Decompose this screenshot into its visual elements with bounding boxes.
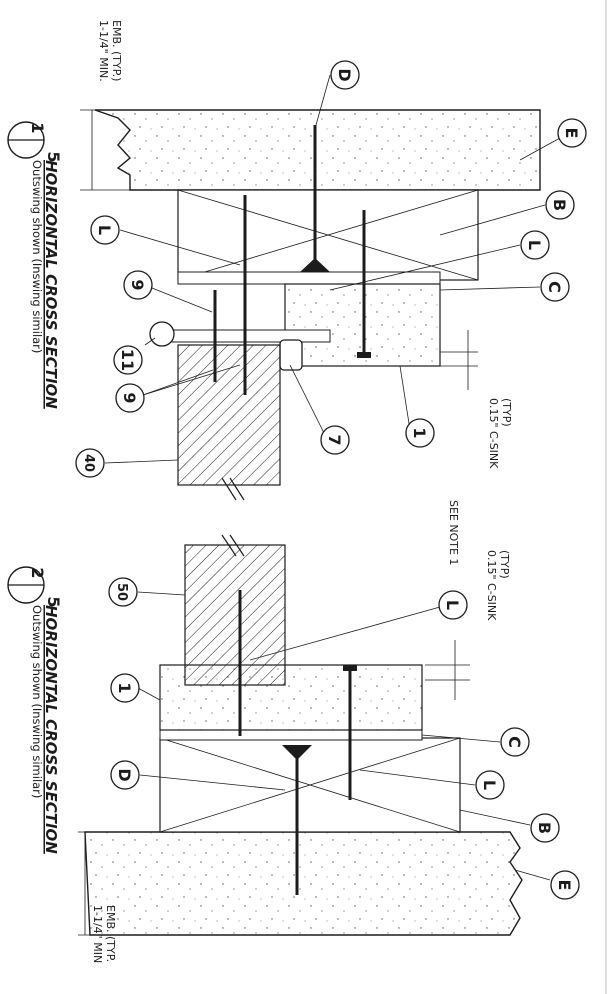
sheet-number-1: 5 bbox=[44, 151, 63, 162]
callout-bubble: 1 bbox=[405, 418, 435, 448]
callout-text: 7 bbox=[325, 434, 344, 445]
embedment-note-1: 1-1/4" MIN.EMB. (TYP.) bbox=[97, 20, 123, 82]
callout-text: L bbox=[480, 780, 499, 790]
hinge-plate-1 bbox=[169, 329, 331, 343]
callout-bubble: C bbox=[540, 272, 570, 302]
note-line: (TYP) bbox=[498, 550, 511, 579]
detail-2 bbox=[7, 534, 551, 936]
door-leaf-2 bbox=[184, 544, 286, 686]
callout-bubble: E bbox=[550, 870, 580, 900]
callout-text: B bbox=[535, 822, 554, 834]
callout-bubble: 40 bbox=[75, 448, 105, 478]
callout-text: B bbox=[550, 199, 569, 211]
detail-title-2: HORIZONTAL CROSS SECTION bbox=[42, 605, 60, 854]
title-block-1 bbox=[7, 121, 45, 159]
title-block-2 bbox=[7, 566, 45, 604]
callout-bubble: D bbox=[330, 60, 360, 90]
callout-text: 1 bbox=[115, 682, 134, 693]
door-leaf-1 bbox=[177, 344, 281, 486]
detail-title-1: HORIZONTAL CROSS SECTION bbox=[42, 160, 60, 409]
sheet-number-2: 5 bbox=[44, 596, 63, 607]
detail-number-2: 2 bbox=[28, 567, 47, 578]
detail-subtitle-2: Outswing shown (Inswing similar) bbox=[30, 605, 44, 798]
callout-bubble: D bbox=[110, 760, 140, 790]
callout-text: 40 bbox=[81, 454, 96, 472]
note-line: EMB. (TYP.) bbox=[110, 20, 123, 81]
callout-bubble: L bbox=[438, 590, 468, 620]
callout-bubble: 7 bbox=[320, 425, 350, 455]
callout-bubble: L bbox=[475, 770, 505, 800]
screw-L-2b bbox=[343, 665, 357, 800]
callout-text: D bbox=[335, 68, 354, 81]
callout-bubble: 11 bbox=[113, 345, 143, 375]
hinge-knuckle-1 bbox=[279, 339, 303, 371]
note-line: (TYP) bbox=[500, 398, 513, 427]
callout-text: 1 bbox=[410, 427, 429, 438]
callout-text: 9 bbox=[128, 279, 147, 290]
shim-1 bbox=[177, 271, 441, 285]
callout-bubble: L bbox=[520, 230, 550, 260]
callout-bubble: C bbox=[500, 727, 530, 757]
note-line: 1-1/4" MIN bbox=[91, 905, 104, 963]
detail-subtitle-1: Outswing shown (Inswing similar) bbox=[30, 160, 44, 353]
screw-L-1b bbox=[357, 210, 371, 358]
csink-note-2: 0.15" C-SINK(TYP) bbox=[485, 550, 511, 621]
concrete-slab-1 bbox=[94, 109, 541, 191]
callout-bubble: 9 bbox=[123, 270, 153, 300]
callout-bubble: E bbox=[557, 118, 587, 148]
hinge-pin-1 bbox=[149, 321, 175, 347]
detail-1 bbox=[7, 74, 561, 501]
callout-text: 11 bbox=[118, 349, 137, 371]
screw-D-2 bbox=[282, 745, 312, 895]
detail-number-1: 1 bbox=[28, 122, 47, 133]
callout-bubble: 50 bbox=[108, 577, 138, 607]
note-line: 0.15" C-SINK bbox=[487, 398, 500, 469]
embedment-note-2: 1-1/4" MINEMB. (TYP. bbox=[91, 905, 117, 963]
csink-note-1: 0.15" C-SINK(TYP) bbox=[487, 398, 513, 469]
callout-bubble: B bbox=[545, 190, 575, 220]
note-line: 0.15" C-SINK bbox=[485, 550, 498, 621]
callout-text: 9 bbox=[120, 392, 139, 403]
callout-text: L bbox=[95, 225, 114, 235]
callout-text: C bbox=[545, 281, 564, 293]
concrete-slab-2 bbox=[84, 831, 523, 936]
note-line: EMB. (TYP. bbox=[104, 905, 117, 962]
see-note-2: SEE NOTE 1 bbox=[447, 500, 460, 565]
callout-text: L bbox=[525, 240, 544, 250]
callout-bubble: L bbox=[90, 215, 120, 245]
shim-2 bbox=[159, 729, 423, 741]
callout-text: D bbox=[115, 768, 134, 781]
callout-text: 50 bbox=[114, 583, 129, 601]
callout-text: L bbox=[443, 600, 462, 610]
callout-bubble: 9 bbox=[115, 383, 145, 413]
note-line: 1-1/4" MIN. bbox=[97, 20, 110, 82]
callout-text: E bbox=[555, 880, 574, 891]
callout-bubble: B bbox=[530, 813, 560, 843]
callout-text: C bbox=[505, 736, 524, 748]
callout-text: E bbox=[562, 128, 581, 139]
screw-D-1 bbox=[300, 125, 330, 272]
callout-bubble: 1 bbox=[110, 673, 140, 703]
